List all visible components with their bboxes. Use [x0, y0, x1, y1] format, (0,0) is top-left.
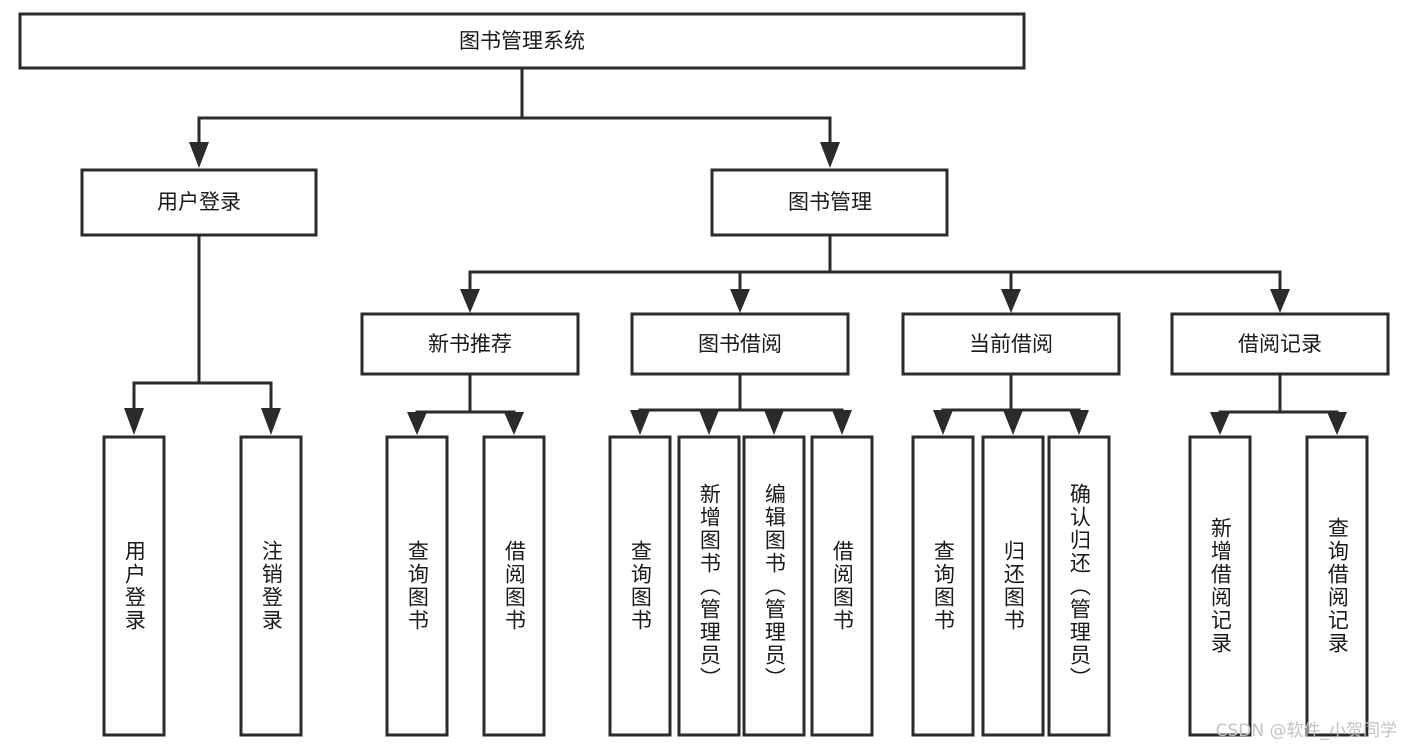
node-leaf-box-4[interactable] — [608, 435, 672, 737]
node-leaf-box-0[interactable] — [102, 435, 166, 737]
arrow-head-borrowbooks-leaf-2 — [699, 410, 719, 435]
node-level3-borrowbooks-box[interactable] — [630, 312, 850, 376]
node-level2-login-label: 用户登录 — [157, 190, 241, 214]
arrow-head-to-bookmgmt — [820, 142, 840, 168]
arrow-head-borrowrecords-leaf-2 — [1327, 412, 1347, 435]
arrow-head-to-currentborrow — [1001, 289, 1021, 313]
arrow-head-login-leaf-1 — [124, 408, 144, 435]
node-leaf-box-11[interactable] — [1188, 435, 1252, 737]
arrow-head-newbooks-leaf-2 — [504, 412, 524, 435]
node-leaf-box-2[interactable] — [385, 435, 449, 737]
arrow-head-to-newbooks — [460, 289, 480, 313]
arrow-head-newbooks-leaf-1 — [407, 412, 427, 435]
connector-group-borrowbooks — [630, 372, 852, 435]
connector-group-borrowrecords — [1210, 372, 1347, 435]
node-level3-currentborrow-box[interactable] — [901, 312, 1121, 376]
node-level3-currentborrow-label: 当前借阅 — [969, 332, 1053, 356]
node-leaf-box-9[interactable] — [981, 435, 1045, 737]
node-root-label: 图书管理系统 — [459, 29, 585, 53]
arrow-head-borrowbooks-leaf-4 — [832, 410, 852, 435]
node-leaf-box-7[interactable] — [810, 435, 874, 737]
arrow-head-borrowbooks-leaf-3 — [764, 410, 784, 435]
arrow-head-login-leaf-2 — [261, 408, 281, 435]
connector-group-currentborrow — [933, 372, 1089, 435]
connector-group-login — [124, 233, 281, 435]
arrow-head-currentborrow-leaf-3 — [1069, 410, 1089, 435]
arrow-head-to-borrowrecords — [1270, 289, 1290, 313]
connector-group-root — [189, 66, 840, 168]
connector-group-newbooks — [407, 372, 524, 435]
arrow-head-to-borrowbooks — [730, 289, 750, 313]
connector-group-bookmgmt — [460, 233, 1290, 313]
node-level3-borrowrecords-box[interactable] — [1170, 312, 1390, 376]
node-leaf-box-3[interactable] — [482, 435, 546, 737]
node-level2-bookmgmt-label: 图书管理 — [788, 190, 872, 214]
node-leaf-box-12[interactable] — [1305, 435, 1369, 737]
node-level3-borrowrecords-label: 借阅记录 — [1238, 332, 1322, 356]
csdn-watermark: CSDN @软件_小贺同学 — [1215, 721, 1397, 741]
node-leaf-box-10[interactable] — [1047, 435, 1111, 737]
node-root-box[interactable] — [18, 12, 1026, 70]
node-leaf-box-1[interactable] — [239, 435, 303, 737]
arrow-head-currentborrow-leaf-2 — [1003, 410, 1023, 435]
arrow-head-currentborrow-leaf-1 — [933, 410, 953, 435]
node-level2-login-box[interactable] — [80, 168, 318, 237]
node-leaf-box-8[interactable] — [911, 435, 975, 737]
arrow-head-borrowbooks-leaf-1 — [630, 410, 650, 435]
node-level3-borrowbooks-label: 图书借阅 — [698, 332, 782, 356]
node-leaf-box-6[interactable] — [742, 435, 806, 737]
arrow-head-to-login — [189, 142, 209, 168]
arrow-head-borrowrecords-leaf-1 — [1210, 412, 1230, 435]
node-level2-bookmgmt-box[interactable] — [710, 168, 949, 237]
node-level3-newbooks-box[interactable] — [360, 312, 580, 376]
node-leaf-box-5[interactable] — [677, 435, 741, 737]
node-level3-newbooks-label: 新书推荐 — [428, 332, 512, 356]
